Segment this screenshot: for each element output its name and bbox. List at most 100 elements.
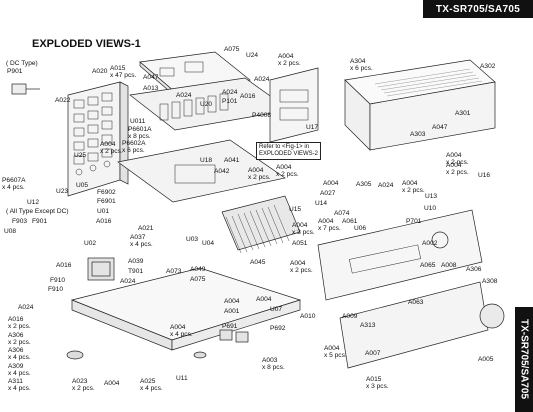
callout-A004l: A004 (224, 298, 240, 305)
callout-U03: U03 (186, 236, 199, 243)
callout-A004m: A004 (256, 296, 272, 303)
callout-A022: A022 (55, 97, 71, 104)
callout-A039: A039 (128, 258, 144, 265)
callout-P701: P701 (406, 218, 422, 225)
callout-A047: A047 (143, 74, 159, 81)
callout-U12: U12 (27, 199, 40, 206)
callout-A010: A010 (300, 313, 316, 320)
side-model-badge: TX-SR705/SA705 (515, 307, 533, 412)
callout-A075: A075 (224, 46, 240, 53)
refer-note: Refer to <Fig-1> in EXPLODED VIEWS-2 (256, 142, 322, 160)
callout-P4008: P4008 (252, 112, 272, 119)
callout-U08: U08 (4, 228, 17, 235)
rear-panel (67, 81, 129, 197)
callout-A313: A313 (360, 322, 376, 329)
callout-A308: A308 (482, 278, 498, 285)
callout-A024b: A024 (222, 89, 238, 96)
dc-type-note: ( DC Type) (6, 60, 38, 67)
callout-A024e: A024 (120, 278, 136, 285)
callout-U01: U01 (97, 208, 110, 215)
callout-U24: U24 (246, 52, 259, 59)
callout-A009: A009 (342, 313, 358, 320)
callout-A004p: A004 (104, 380, 120, 387)
callout-P101: P101 (222, 98, 238, 105)
callout-U25: U25 (74, 152, 87, 159)
callout-A075b: A075 (190, 276, 206, 283)
callout-U11: U11 (176, 375, 188, 382)
chassis (70, 267, 302, 351)
callout-U16: U16 (478, 172, 491, 179)
page-title: EXPLODED VIEWS-1 (32, 38, 141, 50)
callout-U14: U14 (315, 200, 328, 207)
callout-A073: A073 (166, 268, 182, 275)
callout-U04: U04 (202, 240, 215, 247)
feet (66, 350, 207, 360)
callout-A049: A049 (190, 266, 206, 273)
callout-F6902: F6902 (97, 189, 116, 196)
dc-connector (11, 83, 40, 95)
callout-A302: A302 (480, 63, 496, 70)
callout-U011: U011 (130, 118, 146, 125)
callout-A301: A301 (455, 110, 471, 117)
callout-A306: A306 (466, 266, 482, 273)
callout-U05: U05 (76, 182, 89, 189)
speaker-terminals (219, 329, 249, 343)
middle-board (117, 139, 286, 203)
callout-U02: U02 (84, 240, 97, 247)
callout-A024f: A024 (18, 304, 34, 311)
callout-A303: A303 (410, 131, 426, 138)
callout-A024d: A024 (378, 182, 394, 189)
front-escutcheon (339, 281, 505, 369)
callout-A051: A051 (292, 240, 308, 247)
callout-U06: U06 (354, 225, 367, 232)
callout-A007: A007 (365, 350, 381, 357)
callout-P691: P691 (222, 323, 238, 330)
callout-A065: A065 (420, 262, 436, 269)
callout-U18: U18 (200, 157, 213, 164)
callout-A045: A045 (250, 259, 266, 266)
callout-A002: A002 (422, 240, 438, 247)
vertical-board (269, 67, 319, 143)
callout-T901: T901 (128, 268, 144, 275)
callout-A016: A016 (240, 93, 256, 100)
callout-U23: U23 (56, 188, 69, 195)
callout-A047b: A047 (432, 124, 448, 131)
callout-A305: A305 (356, 181, 372, 188)
callout-A061: A061 (342, 218, 358, 225)
callout-U20: U20 (200, 101, 213, 108)
callout-U15: U15 (289, 206, 302, 213)
callout-F6901: F6901 (97, 198, 116, 205)
callout-A024: A024 (176, 92, 192, 99)
callout-F901: F901 (32, 218, 48, 225)
callout-A042: A042 (214, 168, 230, 175)
callout-A005: A005 (478, 356, 494, 363)
heat-sink (221, 195, 301, 254)
top-cover (344, 59, 496, 151)
callout-F903: F903 (12, 218, 28, 225)
callout-A001: A001 (224, 308, 240, 315)
